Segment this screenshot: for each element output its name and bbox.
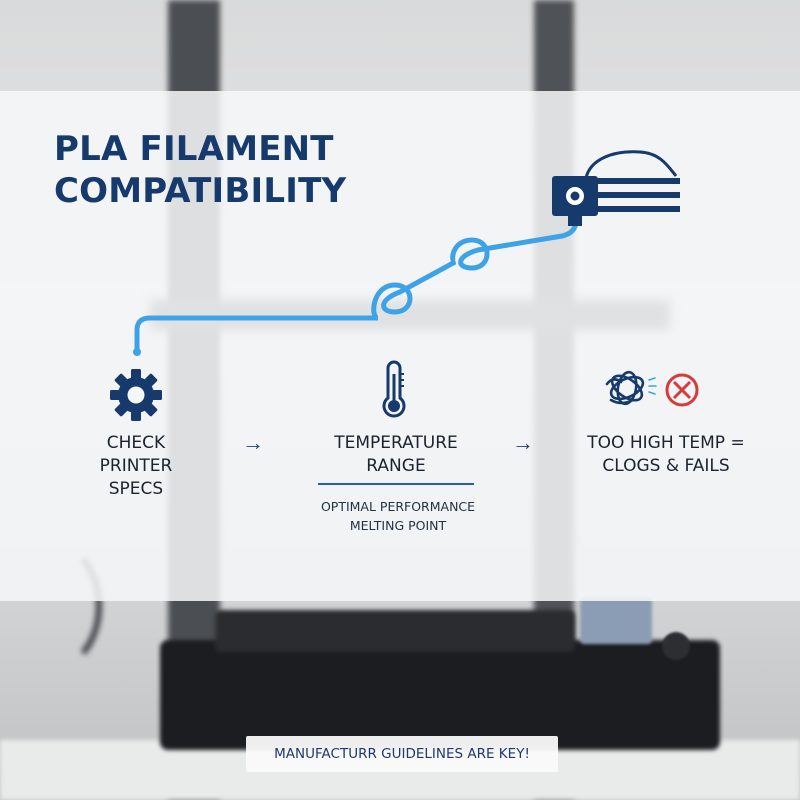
- step-2-line-2: RANGE: [366, 456, 426, 476]
- tangled-filament-icon: [605, 370, 699, 407]
- banner-text: MANUFACTURR GUIDELINES ARE KEY!: [274, 746, 530, 762]
- info-panel: [0, 91, 800, 601]
- filament-end-dot: [133, 348, 141, 356]
- gear-icon: [110, 369, 162, 421]
- step-1-line-1: CHECK: [106, 433, 166, 453]
- no-symbol-icon: [665, 373, 699, 407]
- title-line-1: PLA FILAMENT: [54, 129, 334, 169]
- step-3-line-1: TOO HIGH TEMP =: [587, 433, 745, 453]
- step-3-line-2: CLOGS & FAILS: [602, 456, 730, 476]
- printer-knob: [662, 632, 690, 660]
- page-title: PLA FILAMENT COMPATIBILITY: [54, 128, 414, 212]
- thermometer-icon: [382, 360, 406, 418]
- step-2-note: OPTIMAL PERFORMANCE MELTING POINT: [300, 497, 496, 535]
- step-2-line-1: TEMPERATURE: [334, 433, 458, 453]
- filament-line: [134, 212, 579, 353]
- arrow-right-icon: →: [242, 430, 264, 455]
- step-2-underline: [318, 483, 474, 485]
- step-1-line-2: PRINTER: [99, 456, 173, 476]
- step-2-label: TEMPERATURE RANGE: [298, 432, 494, 478]
- arrow-right-icon: →: [512, 430, 534, 455]
- step-1-label: CHECK PRINTER SPECS: [80, 432, 192, 501]
- title-line-2: COMPATIBILITY: [54, 171, 347, 211]
- printer-bed: [215, 610, 575, 652]
- step-1-line-3: SPECS: [108, 479, 164, 499]
- printer-display: [580, 598, 652, 644]
- printer-base: [160, 640, 720, 750]
- footer-banner: MANUFACTURR GUIDELINES ARE KEY!: [246, 736, 558, 772]
- note-line-2: MELTING POINT: [349, 518, 447, 533]
- note-line-1: OPTIMAL PERFORMANCE: [320, 499, 476, 514]
- printer-cable: [0, 540, 102, 672]
- extruder-icon: [552, 150, 680, 226]
- step-3-label: TOO HIGH TEMP = CLOGS & FAILS: [574, 432, 758, 478]
